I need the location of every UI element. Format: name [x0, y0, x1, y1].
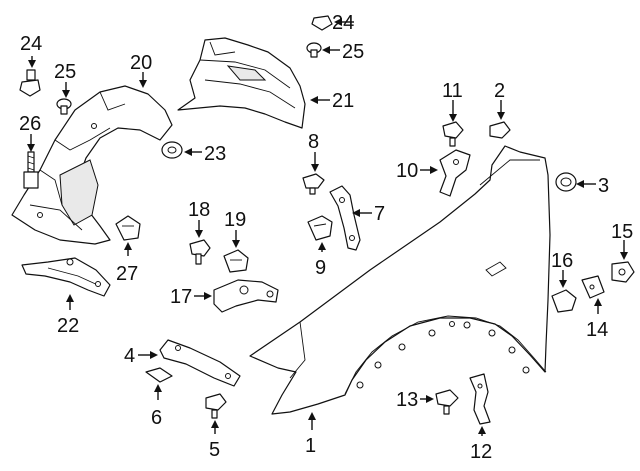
part-5-bolt	[205, 393, 227, 419]
callout-4: 4	[124, 345, 158, 367]
callout-5: 5	[209, 420, 220, 461]
part-10-bracket	[439, 149, 471, 197]
callout-label: 5	[209, 439, 220, 461]
part-19-clip	[223, 249, 249, 273]
callout-27: 27	[116, 242, 138, 285]
callout-26: 26	[19, 113, 41, 152]
callout-6: 6	[151, 384, 162, 429]
callout-24-top: 24	[332, 12, 354, 34]
callout-15: 15	[611, 221, 633, 260]
part-20-wheel-liner	[11, 85, 173, 245]
callout-label: 19	[224, 209, 246, 231]
callout-label: 23	[204, 143, 226, 165]
callout-label: 22	[57, 315, 79, 337]
part-3-grommet	[555, 172, 577, 192]
callout-label: 8	[308, 131, 319, 153]
callout-label: 11	[442, 80, 463, 102]
part-27-clip	[115, 215, 141, 241]
part-7-support-bracket	[329, 185, 361, 251]
part-26-bolt	[23, 151, 39, 189]
callout-16: 16	[551, 250, 573, 288]
part-15-nut	[611, 261, 635, 283]
callout-label: 3	[598, 175, 609, 197]
part-22-lower-bracket	[21, 257, 111, 297]
callout-17: 17	[170, 286, 212, 308]
callout-label: 27	[116, 263, 138, 285]
callout-22: 22	[57, 294, 79, 337]
callout-label: 6	[151, 407, 162, 429]
callout-label: 9	[315, 257, 326, 279]
part-2-bolt	[489, 121, 511, 139]
part-21-splash-shield	[177, 37, 306, 129]
part-24-screw-top	[311, 15, 333, 31]
part-6-clip	[145, 367, 173, 383]
callout-8: 8	[308, 131, 319, 172]
callout-label: 17	[170, 286, 192, 308]
callout-24-left: 24	[20, 33, 42, 68]
callout-label: 16	[551, 250, 573, 272]
part-17-bracket	[213, 279, 279, 313]
part-11-bolt	[442, 121, 464, 147]
callout-label: 14	[586, 319, 608, 341]
callout-label: 21	[332, 90, 354, 112]
callout-20: 20	[130, 52, 152, 88]
callout-label: 20	[130, 52, 152, 74]
part-25-pin-top	[306, 42, 322, 58]
callout-label: 2	[494, 80, 505, 102]
callout-label: 4	[124, 345, 135, 367]
callout-11: 11	[442, 80, 463, 122]
callout-19: 19	[224, 209, 246, 248]
callout-3: 3	[576, 175, 609, 197]
callout-23: 23	[184, 143, 226, 165]
callout-label: 25	[54, 61, 76, 83]
callout-label: 12	[470, 441, 492, 463]
callout-25-left: 25	[54, 61, 76, 98]
part-16-clip	[551, 289, 577, 313]
part-23-grommet	[161, 141, 183, 159]
callout-18: 18	[188, 199, 210, 238]
callout-12: 12	[470, 426, 492, 463]
part-14-bracket	[581, 275, 605, 299]
callout-2: 2	[494, 80, 505, 120]
part-18-bolt	[189, 239, 211, 265]
callout-label: 7	[374, 203, 385, 225]
callout-10: 10	[396, 160, 438, 182]
callout-25-top: 25	[322, 41, 364, 63]
part-24-screw-left	[19, 69, 41, 97]
callout-label: 24	[20, 33, 42, 55]
callout-21: 21	[310, 90, 354, 112]
part-13-bolt	[435, 389, 459, 415]
callout-9: 9	[315, 242, 326, 279]
part-8-bolt	[302, 173, 325, 195]
callout-label: 25	[342, 41, 364, 63]
callout-1: 1	[305, 412, 316, 457]
callout-7: 7	[352, 203, 385, 225]
callout-14: 14	[586, 298, 608, 341]
callout-label: 10	[396, 160, 418, 182]
callout-label: 1	[305, 435, 316, 457]
part-4-bracket	[159, 339, 241, 387]
part-1-fender	[249, 145, 551, 415]
part-9-clip-nut	[307, 215, 333, 241]
callout-label: 13	[396, 389, 418, 411]
callout-label: 15	[611, 221, 633, 243]
callout-label: 18	[188, 199, 210, 221]
callout-13: 13	[396, 389, 434, 411]
callout-label: 26	[19, 113, 41, 135]
callout-label: 24	[332, 12, 354, 34]
part-12-bracket	[469, 373, 491, 425]
part-25-pin-left	[56, 98, 72, 115]
